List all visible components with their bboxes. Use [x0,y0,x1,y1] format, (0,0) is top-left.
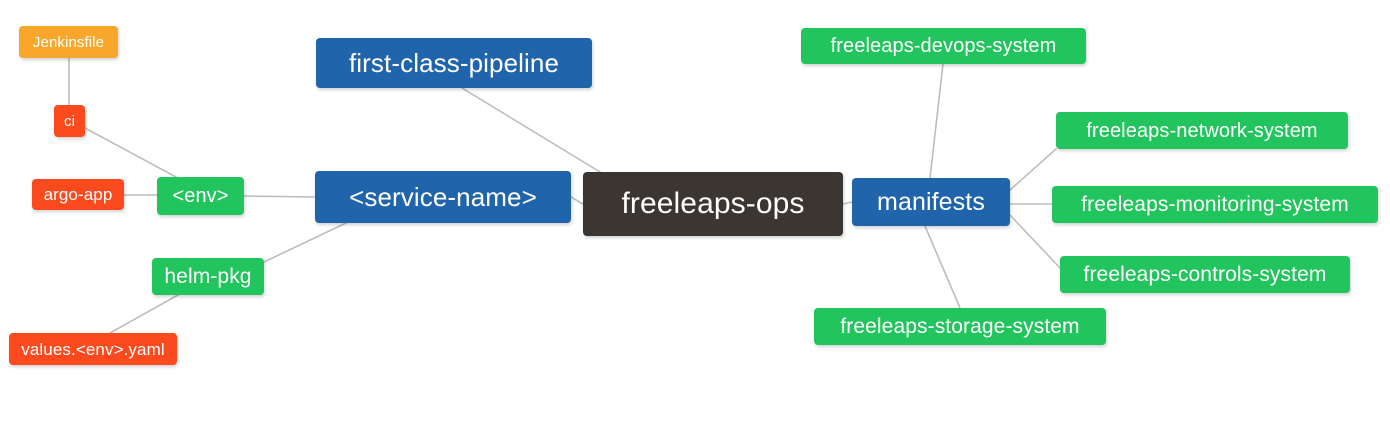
node-helm-pkg[interactable]: helm-pkg [152,258,264,295]
node-label-manifests: manifests [877,187,985,216]
node-service-name[interactable]: <service-name> [315,171,571,223]
node-label-freeleaps-storage-system: freeleaps-storage-system [840,315,1080,338]
edge-root-to-service-name [570,196,584,205]
node-label-helm-pkg: helm-pkg [164,265,252,288]
node-label-values-yaml: values.<env>.yaml [21,339,165,359]
node-freeleaps-monitoring-system[interactable]: freeleaps-monitoring-system [1052,186,1378,223]
edge-manifests-to-freeleaps-network-system [1009,148,1057,191]
edge-root-to-manifests [842,201,853,205]
edge-root-to-first-class-pipeline [461,87,601,173]
node-label-freeleaps-network-system: freeleaps-network-system [1086,119,1318,142]
edge-manifests-to-freeleaps-devops-system [929,63,944,179]
node-argo-app[interactable]: argo-app [32,179,124,210]
edge-service-name-to-env [243,195,316,198]
node-label-freeleaps-devops-system: freeleaps-devops-system [830,35,1057,57]
node-freeleaps-devops-system[interactable]: freeleaps-devops-system [801,28,1086,64]
node-label-root: freeleaps-ops [621,187,805,220]
node-jenkinsfile[interactable]: Jenkinsfile [19,26,118,58]
node-label-freeleaps-controls-system: freeleaps-controls-system [1083,263,1327,286]
node-freeleaps-network-system[interactable]: freeleaps-network-system [1056,112,1348,149]
node-freeleaps-controls-system[interactable]: freeleaps-controls-system [1060,256,1350,293]
node-root[interactable]: freeleaps-ops [583,172,843,236]
edge-manifests-to-freeleaps-storage-system [924,225,961,309]
node-label-ci: ci [63,112,76,130]
node-env[interactable]: <env> [157,177,244,215]
node-label-service-name: <service-name> [349,182,537,212]
edge-env-to-ci [84,127,177,178]
edge-service-name-to-helm-pkg [263,222,347,263]
edge-manifests-to-freeleaps-controls-system [1009,214,1061,269]
node-ci[interactable]: ci [54,105,85,137]
node-label-env: <env> [172,185,229,207]
node-manifests[interactable]: manifests [852,178,1010,226]
edge-helm-pkg-to-values-yaml [109,294,179,334]
node-label-argo-app: argo-app [43,185,113,204]
node-first-class-pipeline[interactable]: first-class-pipeline [316,38,592,88]
node-label-freeleaps-monitoring-system: freeleaps-monitoring-system [1081,193,1349,216]
node-label-jenkinsfile: Jenkinsfile [32,33,105,51]
node-values-yaml[interactable]: values.<env>.yaml [9,333,177,365]
node-freeleaps-storage-system[interactable]: freeleaps-storage-system [814,308,1106,345]
node-label-first-class-pipeline: first-class-pipeline [348,48,560,78]
